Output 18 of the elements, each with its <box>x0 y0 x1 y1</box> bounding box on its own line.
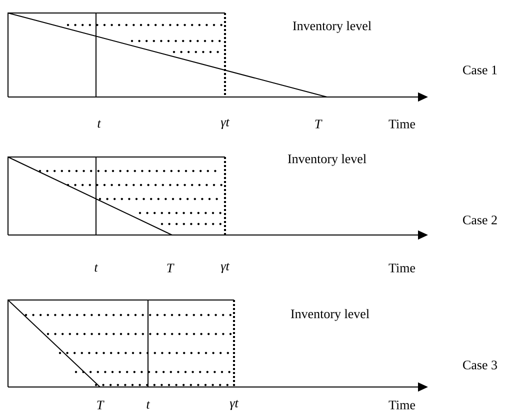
tick-label: T <box>315 120 322 128</box>
tick-label: T <box>167 264 174 272</box>
tick-label: T <box>97 400 104 410</box>
tick-label: γt <box>220 118 230 130</box>
tick-label: t <box>146 401 150 409</box>
chart-title: Inventory level <box>288 154 366 166</box>
case-label: Case 2 <box>463 216 497 224</box>
case-label: Case 1 <box>463 66 497 74</box>
tick-label: γt <box>220 262 230 274</box>
chart-title: Inventory level <box>292 21 372 33</box>
case-label: Case 3 <box>463 360 497 370</box>
tick-label: γt <box>230 400 239 410</box>
axis-label: Time <box>388 400 416 410</box>
axis-label: Time <box>388 120 416 128</box>
axis-label: Time <box>388 264 416 272</box>
chart-title: Inventory level <box>290 309 370 321</box>
tick-label: t <box>94 264 98 272</box>
tick-label: t <box>98 120 102 128</box>
